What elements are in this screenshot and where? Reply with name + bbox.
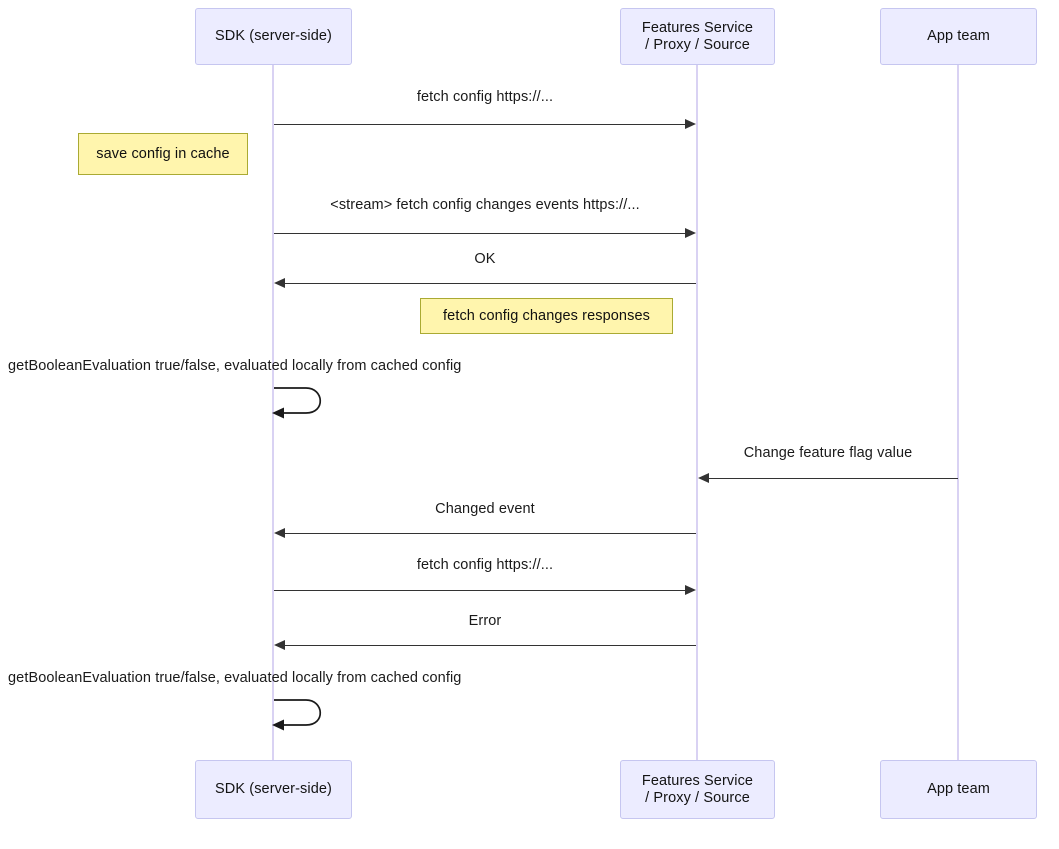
message-arrow-fetch-config-1 — [274, 124, 686, 125]
message-label-changed-event: Changed event — [435, 501, 535, 517]
message-arrow-stream-fetch-config-changes — [274, 233, 686, 234]
message-label-fetch-config-2: fetch config https://... — [416, 557, 554, 573]
message-arrow-ok — [285, 283, 696, 284]
participant-box-features-service-bottom[interactable]: Features Service / Proxy / Source — [620, 760, 775, 819]
message-arrow-changed-event — [285, 533, 696, 534]
message-label-ok: OK — [474, 251, 496, 267]
message-arrow-fetch-config-2 — [274, 590, 686, 591]
note-save-config-in-cache: save config in cache — [78, 133, 248, 175]
message-label-get-boolean-evaluation-1: getBooleanEvaluation true/false, evaluat… — [8, 358, 462, 374]
participant-box-app-team-bottom[interactable]: App team — [880, 760, 1037, 819]
message-label-get-boolean-evaluation-2: getBooleanEvaluation true/false, evaluat… — [8, 670, 462, 686]
message-arrow-change-feature-flag-value — [709, 478, 958, 479]
arrowhead-left-icon — [274, 527, 285, 538]
self-message-loop-icon-1 — [266, 383, 336, 424]
message-label-stream-fetch-config-changes: <stream> fetch config changes events htt… — [330, 197, 640, 213]
message-arrow-error — [285, 645, 696, 646]
participant-box-app-team-top[interactable]: App team — [880, 8, 1037, 65]
lifeline-features-service — [696, 65, 698, 760]
participant-box-sdk-top[interactable]: SDK (server-side) — [195, 8, 352, 65]
message-label-change-feature-flag-value: Change feature flag value — [743, 445, 913, 461]
self-message-loop-icon-2 — [266, 695, 336, 736]
arrowhead-right-icon — [685, 118, 696, 129]
arrowhead-left-icon — [274, 277, 285, 288]
arrowhead-right-icon — [685, 227, 696, 238]
lifeline-app-team — [957, 65, 959, 760]
message-label-error: Error — [468, 613, 502, 629]
lifeline-sdk — [272, 65, 274, 760]
participant-box-sdk-bottom[interactable]: SDK (server-side) — [195, 760, 352, 819]
arrowhead-left-icon — [698, 472, 709, 483]
participant-box-features-service-top[interactable]: Features Service / Proxy / Source — [620, 8, 775, 65]
note-fetch-config-changes-responses: fetch config changes responses — [420, 298, 673, 334]
message-label-fetch-config-1: fetch config https://... — [416, 89, 554, 105]
arrowhead-right-icon — [685, 584, 696, 595]
arrowhead-left-icon — [274, 639, 285, 650]
